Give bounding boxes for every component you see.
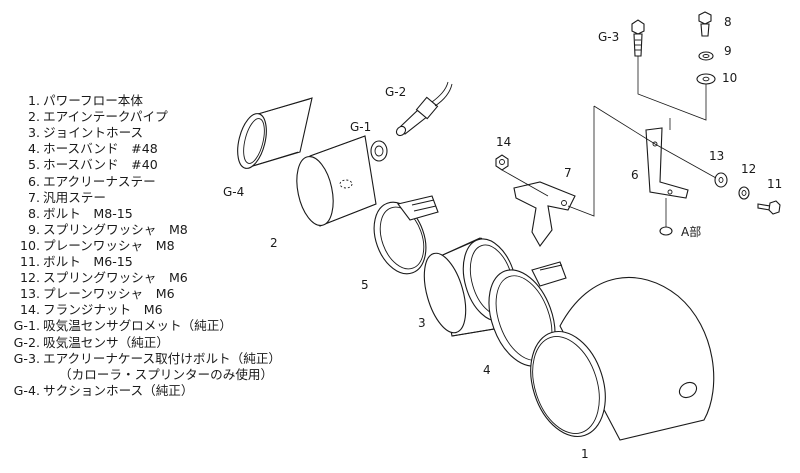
parts-list-name: スプリングワッシャ M6 (43, 270, 188, 286)
callout-10: 10 (722, 71, 737, 85)
hose-band-40 (373, 195, 439, 275)
plain-washer-m8 (696, 73, 716, 85)
guide-lines (501, 56, 717, 227)
parts-list-name: ホースバンド #48 (43, 141, 158, 157)
parts-list-name: プレーンワッシャ M8 (43, 237, 175, 253)
callout-13: 13 (709, 149, 724, 163)
callout-9: 9 (724, 44, 732, 58)
parts-list-name: ホースバンド #40 (43, 157, 158, 173)
parts-list-name: プレーンワッシャ M6 (43, 286, 175, 302)
parts-list-number: 11. (19, 254, 40, 269)
parts-list-number: 10. (19, 237, 40, 253)
parts-list-name: ボルト M8-15 (43, 205, 133, 221)
callout-4: 4 (483, 363, 491, 377)
universal-stay (513, 181, 576, 247)
parts-list-name: サクションホース（純正） (43, 382, 194, 398)
power-flow-body (530, 276, 715, 441)
parts-list-name: ボルト M6-15 (43, 254, 133, 269)
parts-list-number: G-4. (13, 382, 40, 398)
parts-list-number: 6. (27, 173, 40, 189)
bolt-m6-15 (757, 200, 781, 215)
callout-g1: G-1 (350, 120, 371, 134)
parts-list-name: スプリングワッシャ M8 (43, 221, 188, 237)
parts-list-number: 2. (27, 109, 40, 125)
parts-list-name: エアクリーナステー (43, 173, 156, 189)
parts-list-name: パワーフロー本体 (43, 93, 143, 108)
air-cleaner-stay (645, 127, 689, 199)
parts-list-number: 3. (27, 125, 40, 141)
grommet-g1 (370, 140, 388, 162)
callout-1: 1 (581, 447, 589, 461)
flange-nut (495, 154, 509, 171)
parts-list-number: 4. (27, 141, 40, 157)
callout-a-part: A部 (681, 224, 701, 239)
parts-list-number: G-3. (13, 350, 40, 366)
parts-list-number: G-2. (13, 334, 40, 350)
callout-3: 3 (418, 316, 426, 330)
parts-list-number: 1. (27, 93, 40, 108)
parts-list-name: 吸気温センサ（純正） (43, 334, 169, 350)
parts-list-number: 9. (27, 221, 40, 237)
parts-list-name: ジョイントホース (43, 125, 144, 141)
callout-5: 5 (361, 278, 369, 292)
callout-2: 2 (270, 236, 278, 250)
parts-list-number: 14. (19, 302, 40, 318)
callout-g3: G-3 (598, 30, 619, 44)
callout-7: 7 (564, 166, 572, 180)
bolt-m8-15 (698, 11, 712, 37)
parts-list-name: 汎用ステー (43, 189, 106, 205)
callout-6: 6 (631, 168, 639, 182)
parts-list-name: エアクリーナケース取付けボルト（純正） (43, 350, 282, 366)
parts-list-name: 吸気温センサグロメット（純正） (43, 318, 232, 334)
callout-12: 12 (741, 162, 756, 176)
parts-list-number: 8. (27, 205, 40, 221)
spring-washer-m8 (698, 51, 714, 61)
parts-list-number: 13. (19, 286, 40, 302)
parts-list-name: エアインテークパイプ (43, 109, 168, 125)
parts-list-name: フランジナット M6 (43, 302, 163, 318)
parts-list-number: 5. (27, 157, 40, 173)
a-part-marker (659, 226, 673, 236)
spring-washer-m6 (738, 186, 750, 200)
callout-g4: G-4 (223, 185, 244, 199)
intake-pipe (296, 135, 377, 227)
suction-hose-g4 (237, 97, 313, 169)
parts-list-name: （カローラ・スプリンターのみ使用） (59, 366, 274, 382)
parts-list-number: G-1. (13, 318, 40, 334)
plain-washer-m6 (714, 172, 728, 188)
callout-11: 11 (767, 177, 782, 191)
callout-g2: G-2 (385, 85, 406, 99)
callout-14: 14 (496, 135, 511, 149)
parts-list-number: 12. (19, 270, 40, 286)
callout-8: 8 (724, 15, 732, 29)
case-bolt-g3 (631, 19, 645, 57)
sensor-g2 (395, 81, 453, 137)
parts-list-number: 7. (27, 189, 40, 205)
